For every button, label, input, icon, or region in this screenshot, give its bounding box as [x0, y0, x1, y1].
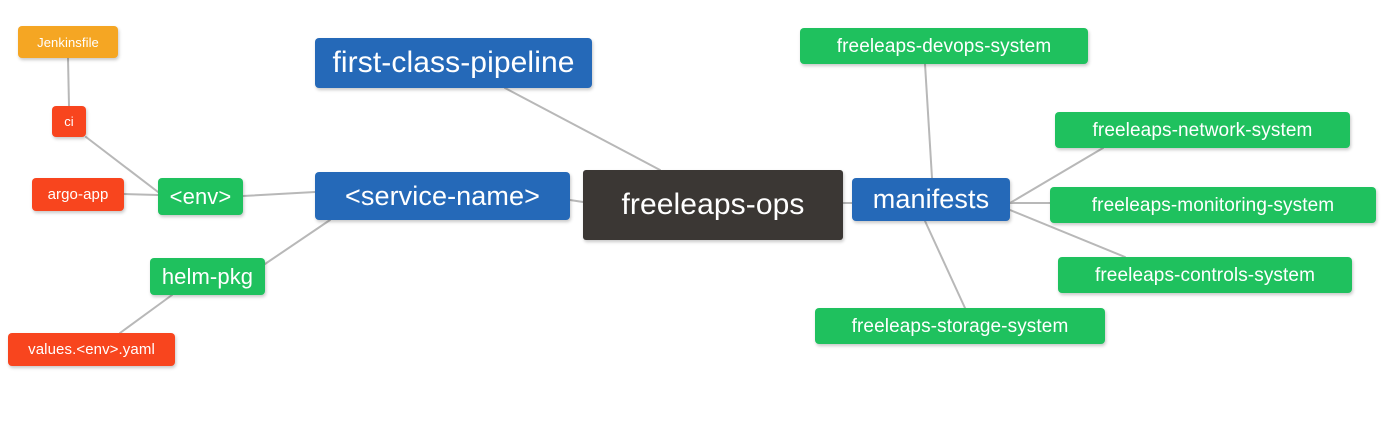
node-service-name[interactable]: <service-name> — [315, 172, 570, 220]
node-label: <service-name> — [345, 180, 540, 211]
edge-manifests-to-freeleaps-devops-system — [924, 63, 933, 179]
node-ci[interactable]: ci — [52, 106, 86, 137]
edge-jenkinsfile-to-ci — [67, 57, 70, 107]
node-label: argo-app — [47, 186, 109, 203]
node-label: Jenkinsfile — [37, 34, 99, 50]
node-label: freeleaps-devops-system — [836, 35, 1052, 57]
node-label: helm-pkg — [161, 263, 254, 289]
node-label: first-class-pipeline — [332, 46, 575, 79]
node-freeleaps-devops-system[interactable]: freeleaps-devops-system — [800, 28, 1088, 64]
node-label: freeleaps-ops — [621, 188, 805, 221]
node-label: freeleaps-network-system — [1092, 119, 1313, 141]
node-label: <env> — [169, 183, 232, 209]
node-freeleaps-storage-system[interactable]: freeleaps-storage-system — [815, 308, 1105, 344]
node-freeleaps-ops[interactable]: freeleaps-ops — [583, 170, 843, 240]
node-label: freeleaps-storage-system — [851, 315, 1069, 337]
node-freeleaps-monitoring-system[interactable]: freeleaps-monitoring-system — [1050, 187, 1376, 223]
node-first-class-pipeline[interactable]: first-class-pipeline — [315, 38, 592, 88]
node-jenkinsfile[interactable]: Jenkinsfile — [18, 26, 118, 58]
node-label: manifests — [872, 184, 990, 214]
node-label: freeleaps-monitoring-system — [1091, 194, 1335, 216]
node-values-env-yaml[interactable]: values.<env>.yaml — [8, 333, 175, 366]
node-freeleaps-network-system[interactable]: freeleaps-network-system — [1055, 112, 1350, 148]
edge-manifests-to-freeleaps-storage-system — [924, 220, 966, 309]
edge-first-class-pipeline-to-freeleaps-ops — [504, 87, 661, 171]
node-freeleaps-controls-system[interactable]: freeleaps-controls-system — [1058, 257, 1352, 293]
node-label: ci — [64, 114, 74, 129]
edge-service-name-to-freeleaps-ops — [569, 199, 584, 203]
node-argo-app[interactable]: argo-app — [32, 178, 124, 211]
edge-helm-pkg-to-values-env-yaml — [119, 294, 173, 334]
node-helm-pkg[interactable]: helm-pkg — [150, 258, 265, 295]
node-label: values.<env>.yaml — [28, 341, 155, 358]
edge-argo-app-to-env — [123, 193, 159, 196]
node-label: freeleaps-controls-system — [1094, 264, 1316, 286]
edge-env-to-service-name — [242, 191, 316, 197]
node-env[interactable]: <env> — [158, 178, 243, 215]
edge-service-name-to-helm-pkg — [264, 219, 331, 265]
node-manifests[interactable]: manifests — [852, 178, 1010, 221]
